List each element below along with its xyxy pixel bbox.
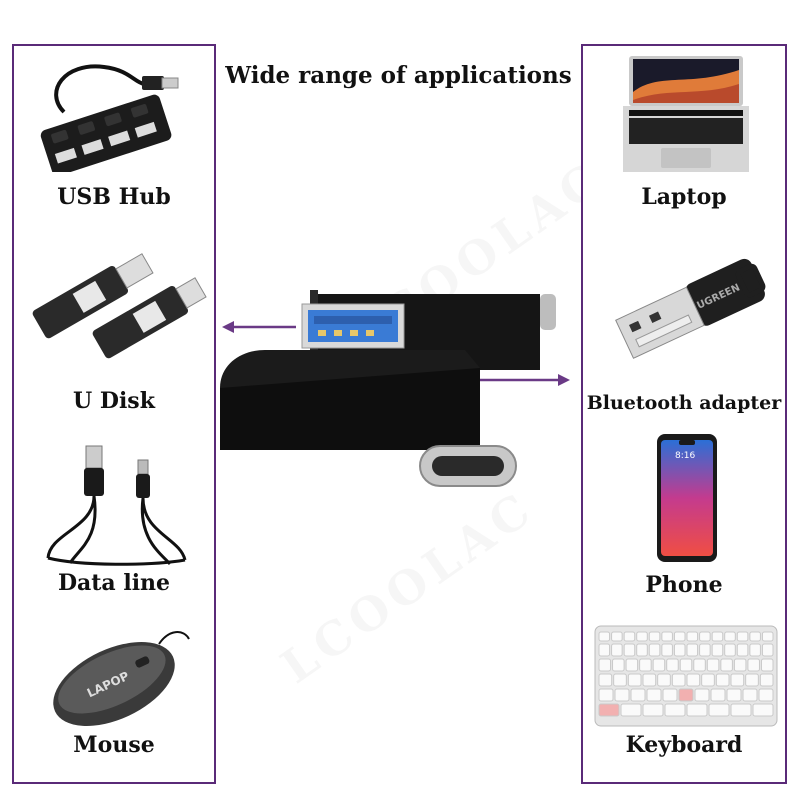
keyboard-key xyxy=(710,688,726,702)
keyboard-key xyxy=(662,688,678,702)
u-disk-label: U Disk xyxy=(73,388,155,414)
keyboard-key xyxy=(724,643,736,657)
usb-cable-icon xyxy=(46,445,187,566)
keyboard-key xyxy=(673,631,686,642)
arrow-left-head xyxy=(222,321,234,333)
keyboard-key xyxy=(730,673,745,687)
keyboard-key xyxy=(745,673,759,687)
keyboard-key xyxy=(623,631,636,642)
keyboard-key xyxy=(625,658,639,672)
keyboard-key xyxy=(724,631,736,642)
keyboard-key xyxy=(701,673,715,687)
keyboard-key xyxy=(760,658,774,672)
keyboard-key xyxy=(730,703,752,717)
left-devices-panel: USB Hub U Disk Data line LAPOP xyxy=(12,44,216,784)
right-devices-panel: Laptop UGREEN Bluetooth adapter 8:16 Pho… xyxy=(581,44,787,784)
usb-hub-icon xyxy=(40,64,179,172)
bluetooth-adapter-icon: UGREEN xyxy=(615,258,766,359)
keyboard-key xyxy=(598,643,611,657)
keyboard-key xyxy=(598,673,613,687)
keyboard-key xyxy=(636,631,648,642)
usb-flash-drive-icon xyxy=(32,253,207,359)
keyboard-key xyxy=(749,631,761,642)
arrow-right-head xyxy=(558,374,570,386)
keyboard-key xyxy=(611,631,623,642)
watermark: LCOOLAC xyxy=(271,480,544,694)
keyboard-key xyxy=(686,703,708,717)
data-line-label: Data line xyxy=(57,570,171,596)
keyboard-key xyxy=(664,703,686,717)
keyboard-key xyxy=(761,643,774,657)
keyboard-key xyxy=(711,643,724,657)
keyboard-key xyxy=(726,688,742,702)
keyboard-key xyxy=(736,631,749,642)
phone-time-text: 8:16 xyxy=(675,451,695,461)
keyboard-key xyxy=(666,658,679,672)
keyboard-key xyxy=(598,688,614,702)
keyboard-key xyxy=(673,643,686,657)
keyboard-key xyxy=(646,688,662,702)
keyboard-key xyxy=(623,643,636,657)
keyboard-label: Keyboard xyxy=(625,732,743,758)
keyboard-key xyxy=(761,631,774,642)
keyboard-key xyxy=(639,658,652,672)
keyboard-key xyxy=(657,673,671,687)
keyboard-key xyxy=(611,643,623,657)
keyboard-key xyxy=(598,631,611,642)
keyboard-key xyxy=(613,673,627,687)
keyboard-key xyxy=(715,673,730,687)
keyboard-key xyxy=(598,703,620,717)
keyboard-key xyxy=(693,658,706,672)
keyboard-key xyxy=(758,688,774,702)
keyboard-key xyxy=(678,688,694,702)
keyboard-key xyxy=(661,643,673,657)
keyboard-key xyxy=(620,703,642,717)
keyboard-key xyxy=(686,643,699,657)
keyboard-icon xyxy=(594,625,778,727)
keyboard-key xyxy=(642,703,664,717)
keyboard-key xyxy=(636,643,648,657)
smartphone-icon: 8:16 xyxy=(657,434,717,562)
usb-c-otg-adapter-icon xyxy=(220,290,570,487)
keyboard-key xyxy=(759,673,774,687)
keyboard-key xyxy=(671,673,686,687)
laptop-label: Laptop xyxy=(641,184,727,210)
keyboard-key xyxy=(749,643,761,657)
keyboard-key xyxy=(699,643,711,657)
keyboard-key xyxy=(614,688,630,702)
keyboard-key xyxy=(752,703,774,717)
keyboard-key xyxy=(642,673,657,687)
keyboard-key xyxy=(679,658,693,672)
bluetooth-adapter-label: Bluetooth adapter xyxy=(586,392,782,414)
keyboard-key xyxy=(708,703,730,717)
keyboard-key xyxy=(612,658,625,672)
keyboard-key xyxy=(747,658,760,672)
keyboard-key xyxy=(598,658,612,672)
keyboard-key xyxy=(733,658,747,672)
keyboard-key xyxy=(652,658,666,672)
laptop-icon xyxy=(623,56,749,172)
keyboard-key xyxy=(661,631,673,642)
keyboard-key xyxy=(627,673,642,687)
keyboard-key xyxy=(742,688,758,702)
computer-mouse-icon: LAPOP xyxy=(53,631,190,726)
page-title: Wide range of applications xyxy=(225,62,572,89)
keyboard-key xyxy=(706,658,720,672)
keyboard-key xyxy=(648,631,661,642)
phone-label: Phone xyxy=(645,572,723,598)
mouse-label: Mouse xyxy=(73,732,155,758)
keyboard-key xyxy=(648,643,661,657)
keyboard-key xyxy=(630,688,646,702)
keyboard-key xyxy=(686,631,699,642)
keyboard-key xyxy=(686,673,701,687)
keyboard-key xyxy=(699,631,711,642)
keyboard-key xyxy=(711,631,724,642)
keyboard-key xyxy=(694,688,710,702)
keyboard-key xyxy=(736,643,749,657)
usb-hub-label: USB Hub xyxy=(57,184,171,210)
keyboard-key xyxy=(720,658,733,672)
